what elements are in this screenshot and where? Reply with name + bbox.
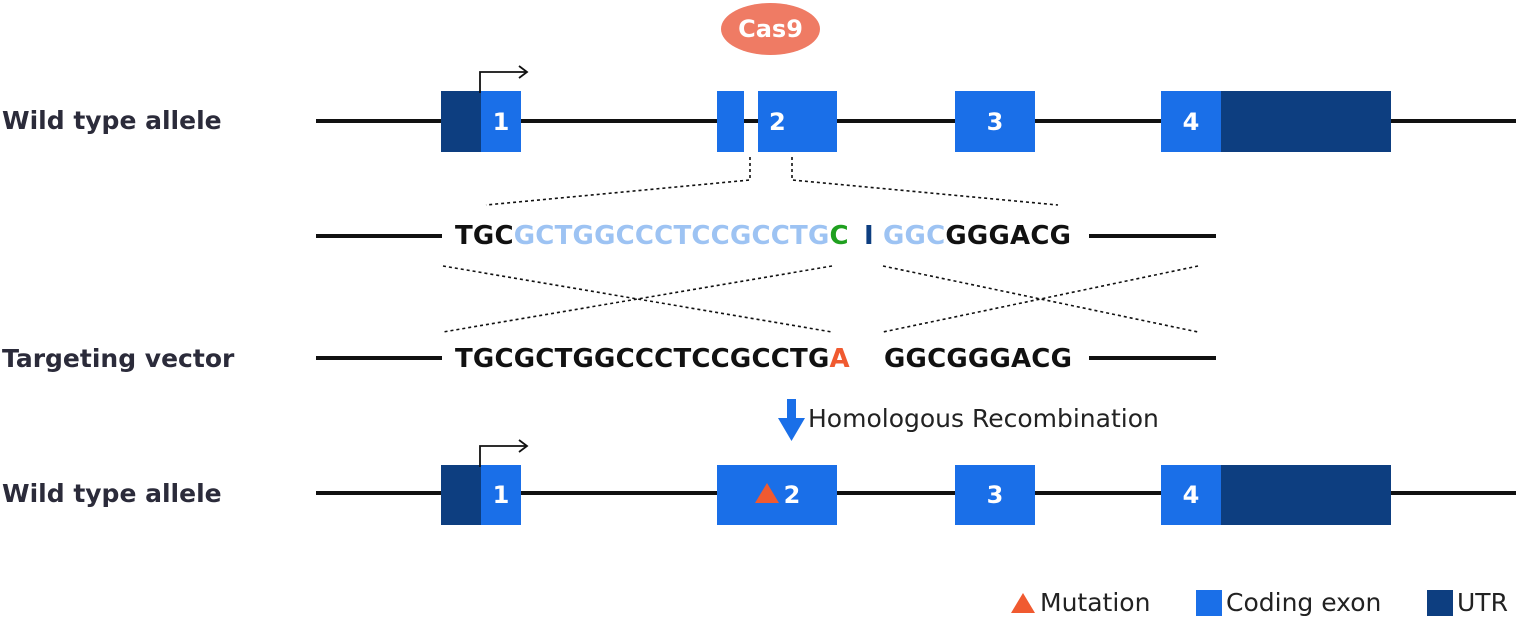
exon-2-top-left-part bbox=[717, 91, 744, 152]
seq-vector-prefix: TGCGCTGGCCCTCCGCCTG bbox=[455, 344, 830, 374]
exon-4-bottom-label: 4 bbox=[1182, 481, 1200, 509]
exon-3-top: 3 bbox=[955, 91, 1035, 152]
seq-wild-guide-after: GGC bbox=[883, 221, 946, 251]
seq-vector-mutated-base: A bbox=[829, 344, 850, 374]
gene-line-bottom bbox=[316, 491, 1516, 495]
legend-mutation-icon bbox=[1011, 592, 1035, 613]
legend-utr: UTR bbox=[1427, 588, 1508, 617]
legend-coding-label: Coding exon bbox=[1226, 588, 1382, 617]
legend-coding: Coding exon bbox=[1196, 588, 1381, 617]
utr-3-top bbox=[1221, 91, 1391, 152]
sequence-wild-after: GGCGGGACG bbox=[883, 221, 1071, 251]
exon-3-top-label: 3 bbox=[986, 107, 1004, 136]
legend-utr-label: UTR bbox=[1457, 588, 1508, 617]
seq-wild-prefix: TGC bbox=[455, 221, 514, 251]
exon-2-top-label: 2 bbox=[769, 107, 786, 136]
seq-line-vector-left bbox=[316, 356, 442, 360]
utr-5-bottom bbox=[441, 465, 481, 525]
row-label-wild-bottom: Wild type allele bbox=[2, 479, 222, 508]
legend-mutation: Mutation bbox=[1010, 588, 1150, 617]
legend-coding-swatch bbox=[1196, 589, 1222, 616]
exon-3-bottom: 3 bbox=[955, 465, 1035, 525]
tss-arrow-top-icon bbox=[479, 65, 529, 93]
exon-4-bottom: 4 bbox=[1161, 465, 1221, 525]
crossover-dashed-lines bbox=[442, 265, 1199, 333]
mutation-marker-icon bbox=[754, 483, 779, 503]
tss-arrow-bottom-icon bbox=[479, 439, 529, 467]
exon-4-top-label: 4 bbox=[1182, 107, 1200, 136]
seq-wild-pam-base: C bbox=[829, 221, 849, 251]
down-arrow-icon bbox=[778, 399, 805, 441]
seq-wild-guide: GCTGGCCCTCCGCCTG bbox=[513, 221, 830, 251]
exon-1-top-label: 1 bbox=[492, 107, 510, 136]
cut-site-mark: I bbox=[864, 221, 874, 251]
row-label-targeting: Targeting vector bbox=[2, 344, 235, 373]
seq-wild-suffix: GGGACG bbox=[945, 221, 1072, 251]
utr-5-top bbox=[441, 91, 481, 152]
seq-line-vector-right bbox=[1089, 356, 1216, 360]
exon-1-top: 1 bbox=[481, 91, 521, 152]
exon-2-top: 2 bbox=[758, 91, 837, 152]
exon-3-bottom-label: 3 bbox=[986, 481, 1004, 509]
gene-line-top bbox=[316, 119, 1516, 123]
exon-2-bottom-label: 2 bbox=[783, 481, 801, 509]
exon-4-top: 4 bbox=[1161, 91, 1221, 152]
process-label: Homologous Recombination bbox=[808, 404, 1159, 433]
exon-1-bottom-label: 1 bbox=[492, 481, 510, 509]
sequence-vector-after: GGCGGGACG bbox=[884, 344, 1073, 374]
legend-mutation-label: Mutation bbox=[1040, 588, 1151, 617]
seq-line-wild-left bbox=[316, 234, 442, 238]
exon-1-bottom: 1 bbox=[481, 465, 521, 525]
cas9-badge: Cas9 bbox=[721, 3, 820, 55]
row-label-wild-top: Wild type allele bbox=[2, 106, 222, 135]
sequence-vector: TGCGCTGGCCCTCCGCCTGA bbox=[455, 344, 850, 374]
cas9-label: Cas9 bbox=[738, 15, 803, 43]
sequence-wild: TGCGCTGGCCCTCCGCCTGC bbox=[455, 221, 849, 251]
exon-2-bottom: 2 bbox=[717, 465, 837, 525]
seq-line-wild-right bbox=[1089, 234, 1216, 238]
legend-utr-swatch bbox=[1427, 589, 1453, 616]
utr-3-bottom bbox=[1221, 465, 1391, 525]
zoom-dashed-lines bbox=[485, 157, 1059, 206]
